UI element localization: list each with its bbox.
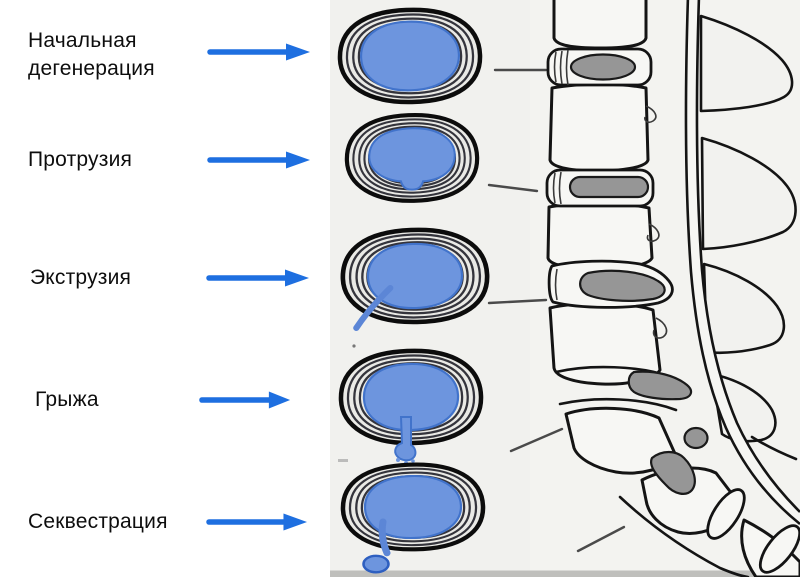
spine-disc-3 — [547, 259, 674, 309]
vertebral-notch — [652, 317, 668, 339]
disc-nucleus — [569, 53, 637, 81]
herniated-fragment-in-canal — [683, 426, 709, 450]
vertebral-notch — [646, 223, 660, 242]
arrow-icon — [207, 151, 310, 169]
arrow-icon — [207, 43, 310, 61]
sequestered-fragment — [362, 554, 390, 574]
disc-cross-section-initial-degeneration — [340, 10, 480, 102]
vertebral-notch — [644, 105, 657, 124]
spinal-canal-posterior-wall — [695, 0, 800, 513]
disc-cross-section-extrusion — [343, 230, 487, 331]
arrow-head — [283, 513, 308, 531]
lower-disc-edge — [758, 524, 800, 574]
sacral-curve-line — [750, 435, 798, 461]
herniation-stem — [394, 416, 417, 462]
sequestration-stem — [378, 518, 391, 557]
disc-nucleus-herniated — [627, 370, 693, 401]
vertebra — [552, 0, 648, 50]
vertebra — [548, 82, 650, 173]
leader-line-3 — [487, 298, 548, 305]
arrow-icon — [206, 513, 308, 531]
stage-label-sequestration: Секвестрация — [28, 510, 168, 533]
arrow-icon — [206, 269, 309, 287]
stage-label-extrusion: Экструзия — [30, 266, 132, 289]
stage-label-protrusion: Протрузия — [28, 148, 133, 171]
leader-line-2 — [487, 183, 539, 193]
vertebra — [546, 201, 654, 271]
spine-disc-4 — [554, 365, 709, 450]
disc-nucleus-sequestered — [650, 450, 696, 495]
herniation-droplet — [411, 459, 415, 463]
spinous-process — [699, 14, 794, 113]
nucleus-pulposus — [359, 20, 461, 92]
spinal-canal — [686, 0, 800, 524]
leader-line-4 — [509, 427, 564, 453]
scan-speck — [352, 344, 356, 348]
sacrum-anterior-line — [618, 495, 750, 577]
spine-disc-2 — [545, 168, 655, 208]
disc-cross-section-protrusion — [347, 115, 477, 201]
disc-cross-section-hernia — [341, 351, 481, 465]
leader-line-5 — [576, 525, 626, 553]
scan-bottom-edge — [330, 570, 800, 577]
stage-label-hernia: Грыжа — [35, 388, 99, 411]
spine-disc-1 — [546, 47, 653, 87]
herniation-droplet — [396, 458, 400, 462]
arrow-head — [286, 43, 310, 61]
spinous-process — [700, 136, 797, 251]
spinous-process — [702, 262, 786, 355]
arrow-head — [286, 151, 310, 169]
scan-illustration — [330, 0, 800, 577]
nucleus-leak — [353, 285, 394, 331]
spinal-canal-anterior-wall — [684, 0, 800, 526]
disc-nucleus — [568, 175, 650, 199]
leader-lines — [487, 68, 626, 553]
arrow-icon — [199, 391, 291, 409]
lower-disc-edge — [706, 488, 746, 540]
arrow-head — [268, 391, 291, 409]
disc-nucleus-bulging — [579, 269, 666, 302]
arrow-head — [285, 269, 309, 287]
scan-smudge — [338, 459, 348, 462]
nucleus-pulposus-bulging — [368, 127, 456, 191]
spine-disc-5 — [650, 450, 696, 495]
disc-cross-section-sequestration — [343, 465, 483, 574]
stage-label-initial-degeneration: Начальная дегенерация — [28, 29, 155, 80]
spine-lateral-view — [545, 0, 800, 577]
